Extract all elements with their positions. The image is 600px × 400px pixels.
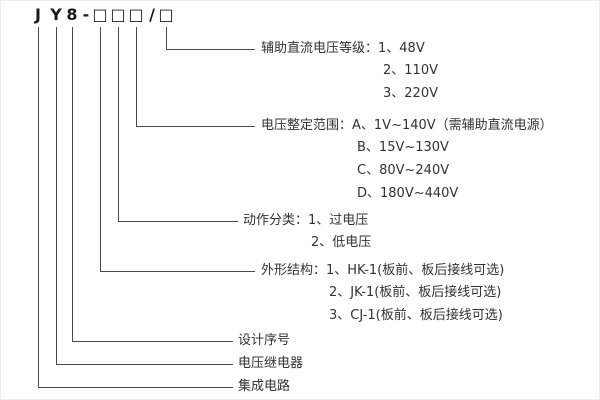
model-char-dash: - <box>82 5 90 24</box>
connector-design-vertical <box>72 27 73 341</box>
connector-ic-vertical <box>38 27 39 387</box>
connector-relay-vertical <box>56 27 57 364</box>
aux-voltage-option-1: 1、48V <box>378 41 425 56</box>
shape-structure-option-2: 2、JK-1(板前、板后接线可选) <box>329 285 502 300</box>
annotation-voltage-range: 电压整定范围：A、1V~140V（需辅助直流电源） <box>261 118 553 134</box>
voltage-range-option-c: C、80V~240V <box>357 163 450 178</box>
annotation-voltage-relay: 电压继电器 <box>238 356 304 371</box>
connector-relay-horizontal <box>56 364 233 365</box>
connector-aux-horizontal <box>166 49 255 50</box>
aux-voltage-label: 辅助直流电压等级： <box>261 41 379 56</box>
model-box-aux: □ <box>158 5 174 24</box>
annotation-aux-voltage: 辅助直流电压等级：1、48V <box>261 41 425 57</box>
voltage-range-label: 电压整定范围： <box>261 118 353 133</box>
connector-design-horizontal <box>72 341 233 342</box>
model-char-y: Y <box>50 5 62 24</box>
voltage-range-option-d: D、180V~440V <box>357 186 459 201</box>
voltage-range-option-a: A、1V~140V（需辅助直流电源） <box>352 118 553 133</box>
connector-shape-vertical <box>100 27 101 271</box>
shape-structure-option-1: 1、HK-1(板前、板后接线可选) <box>326 263 505 278</box>
voltage-range-option-b: B、15V~130V <box>357 140 449 155</box>
action-class-label: 动作分类： <box>243 213 309 228</box>
connector-range-horizontal <box>136 126 255 127</box>
model-char-slash: / <box>149 5 155 24</box>
connector-shape-horizontal <box>100 271 255 272</box>
connector-action-horizontal <box>118 221 238 222</box>
annotation-integrated-circuit: 集成电路 <box>238 379 291 394</box>
connector-aux-vertical <box>166 27 167 49</box>
aux-voltage-option-3: 3、220V <box>383 86 438 101</box>
annotation-action-class: 动作分类：1、过电压 <box>243 213 368 229</box>
model-box-action: □ <box>110 5 126 24</box>
annotation-design-serial: 设计序号 <box>238 333 291 348</box>
shape-structure-label: 外形结构： <box>261 263 327 278</box>
action-class-option-1: 1、过电压 <box>308 213 369 228</box>
action-class-option-2: 2、低电压 <box>311 235 372 250</box>
connector-range-vertical <box>136 27 137 126</box>
model-char-8: 8 <box>66 5 78 24</box>
shape-structure-option-3: 3、CJ-1(板前、板后接线可选) <box>329 308 503 323</box>
connector-action-vertical <box>118 27 119 221</box>
model-char-j: J <box>35 5 41 24</box>
aux-voltage-option-2: 2、110V <box>383 63 438 78</box>
model-box-shape: □ <box>92 5 108 24</box>
annotation-shape-structure: 外形结构：1、HK-1(板前、板后接线可选) <box>261 263 504 279</box>
model-box-range: □ <box>128 5 144 24</box>
connector-ic-horizontal <box>38 387 233 388</box>
